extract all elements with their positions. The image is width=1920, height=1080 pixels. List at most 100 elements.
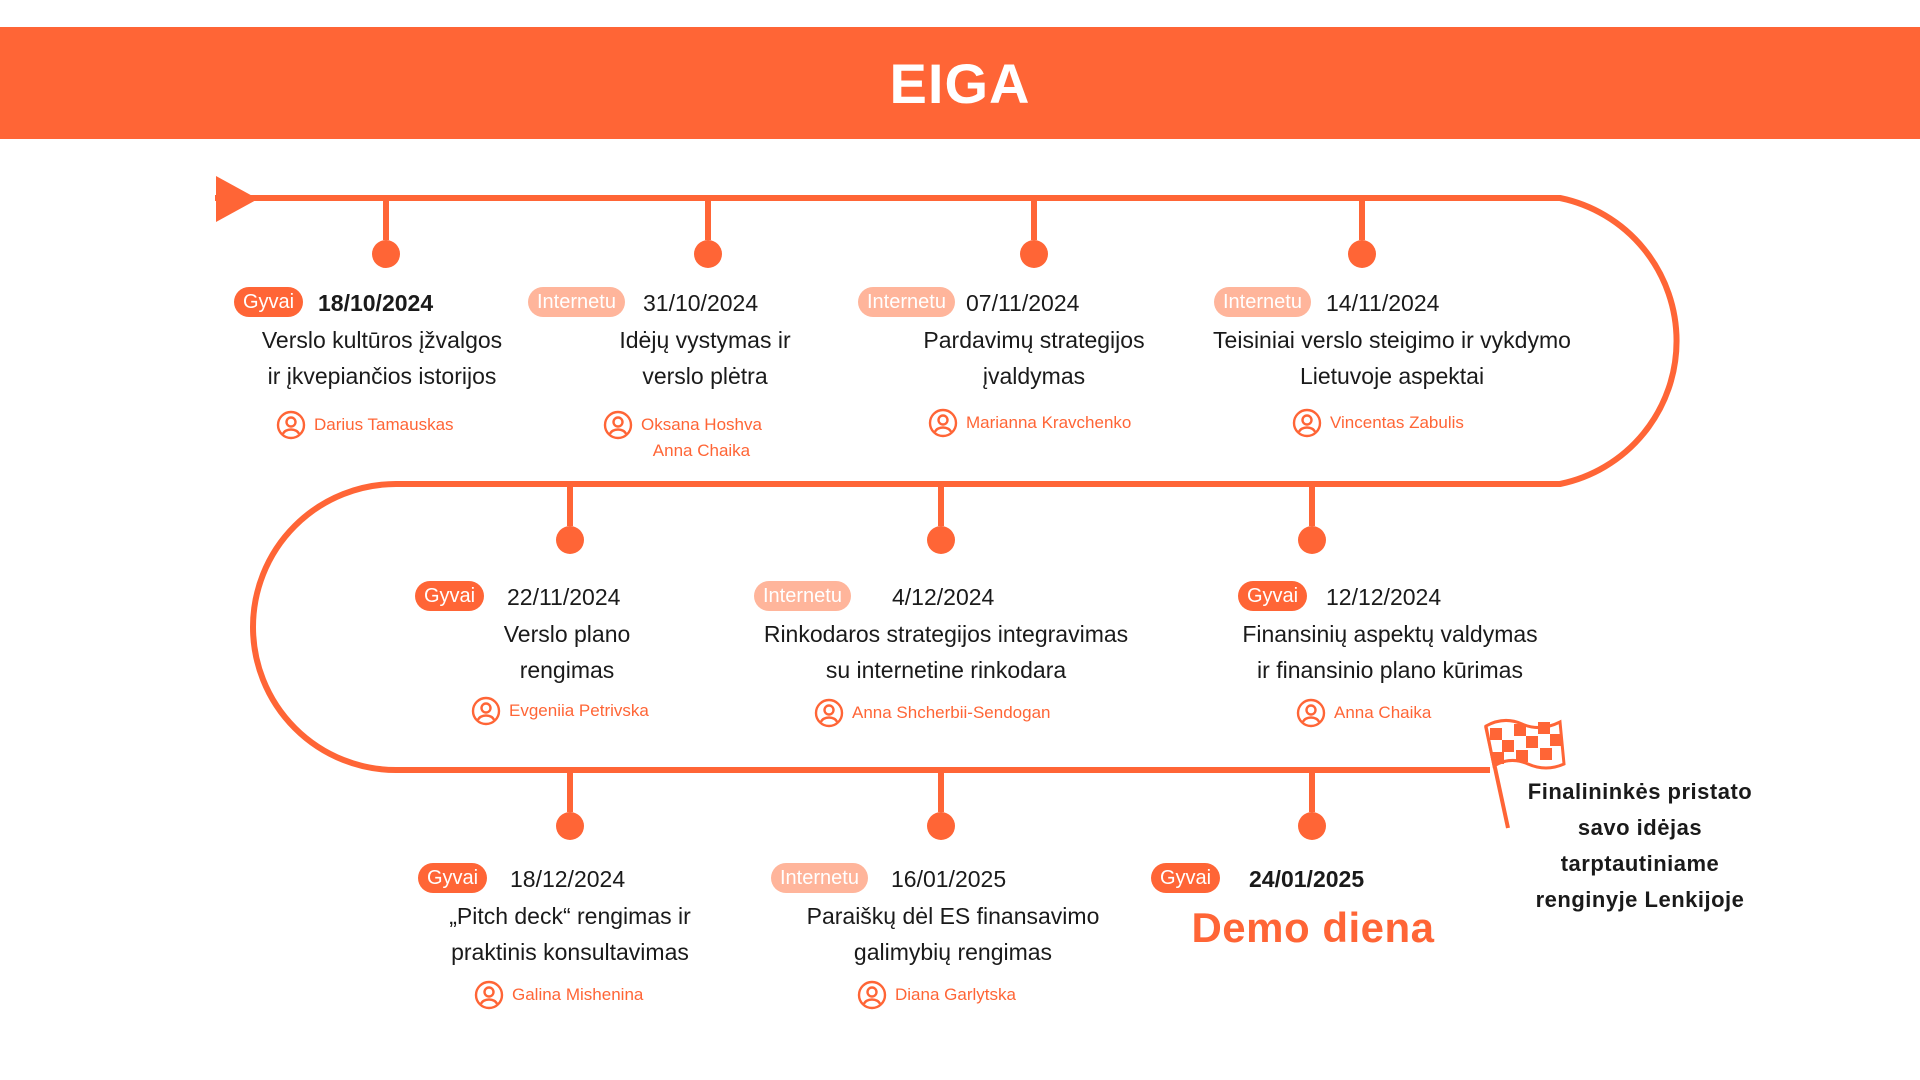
speaker-name: Galina Mishenina — [512, 985, 644, 1004]
speaker-names: Diana Garlytska — [895, 982, 1016, 1008]
play-triangle-icon — [216, 176, 258, 222]
speaker-names: Galina Mishenina — [512, 982, 643, 1008]
speaker: Evgeniia Petrivska — [471, 696, 649, 726]
milestone-dot — [927, 526, 955, 554]
speaker: Marianna Kravchenko — [928, 408, 1131, 438]
event-date: 24/01/2025 — [1249, 866, 1365, 892]
speaker-name: Anna Chaika — [1334, 703, 1432, 722]
event-title-line: Lietuvoje aspektai — [1299, 363, 1485, 389]
event-title-line: praktinis konsultavimas — [451, 939, 689, 965]
speaker: Galina Mishenina — [474, 980, 643, 1010]
user-circle-icon — [1296, 698, 1326, 728]
event-date: 18/12/2024 — [510, 866, 626, 892]
event-title-line: rengimas — [519, 657, 615, 683]
format-badge: Gyvai — [1238, 581, 1308, 611]
user-circle-icon — [471, 696, 501, 726]
speaker-names: Darius Tamauskas — [314, 412, 454, 438]
finale-line: renginyje Lenkijoje — [1535, 887, 1745, 912]
user-circle-icon — [603, 410, 633, 440]
event-date: 4/12/2024 — [892, 584, 995, 610]
event-title-line: verslo plėtra — [642, 363, 768, 389]
event-date: 18/10/2024 — [318, 290, 434, 316]
user-circle-icon — [814, 698, 844, 728]
speaker-name: Darius Tamauskas — [314, 415, 454, 434]
format-badge: Gyvai — [234, 287, 304, 317]
speaker-names: Evgeniia Petrivska — [509, 698, 649, 724]
milestone-dot — [694, 240, 722, 268]
event-title-line: galimybių rengimas — [853, 939, 1053, 965]
milestone-dot — [556, 526, 584, 554]
speaker-names: Vincentas Zabulis — [1330, 410, 1464, 436]
event-title-line: Rinkodaros strategijos integravimas — [763, 621, 1129, 647]
speaker: Anna Chaika — [1296, 698, 1431, 728]
checkered-flag-icon — [1484, 719, 1566, 829]
speaker-names: Marianna Kravchenko — [966, 410, 1131, 436]
milestone-nodes — [372, 198, 1376, 840]
event-title-line: su internetine rinkodara — [825, 657, 1067, 683]
timeline-path — [215, 195, 1680, 773]
milestone-dot — [1348, 240, 1376, 268]
speaker: Anna Shcherbii-Sendogan — [814, 698, 1050, 728]
milestone-dot — [372, 240, 400, 268]
speaker-name: Marianna Kravchenko — [966, 413, 1132, 432]
user-circle-icon — [1292, 408, 1322, 438]
milestone-dot — [556, 812, 584, 840]
user-circle-icon — [928, 408, 958, 438]
event-date: 12/12/2024 — [1326, 584, 1442, 610]
event-date: 16/01/2025 — [891, 866, 1007, 892]
event-title-line: ir įkvepiančios istorijos — [267, 363, 497, 389]
format-badge: Internetu — [754, 581, 851, 611]
speaker-name: Anna Shcherbii-Sendogan — [852, 703, 1051, 722]
speaker-names: Anna Shcherbii-Sendogan — [852, 700, 1050, 726]
format-badge: Internetu — [528, 287, 625, 317]
user-circle-icon — [474, 980, 504, 1010]
format-badge: Internetu — [1214, 287, 1311, 317]
format-badge: Internetu — [771, 863, 868, 893]
speaker-name: Evgeniia Petrivska — [509, 701, 649, 720]
user-circle-icon — [276, 410, 306, 440]
speaker: Darius Tamauskas — [276, 410, 454, 440]
event-title-line: Verslo plano — [503, 621, 631, 647]
header-banner: EIGA — [0, 27, 1920, 139]
finale-line: tarptautiniame — [1560, 851, 1720, 876]
event-title-line: Pardavimų strategijos — [923, 327, 1145, 353]
speaker-name: Diana Garlytska — [895, 985, 1016, 1004]
finale-note: Finalininkės pristato savo idėjas tarptaut… — [1495, 774, 1785, 918]
format-badge: Gyvai — [1151, 863, 1221, 893]
event-title-line: Paraiškų dėl ES finansavimo — [806, 903, 1100, 929]
speaker-name: Anna Chaika — [652, 441, 751, 460]
event-date: 07/11/2024 — [966, 290, 1080, 316]
speaker-name: Vincentas Zabulis — [1330, 413, 1464, 432]
milestone-dot — [927, 812, 955, 840]
speaker: Diana Garlytska — [857, 980, 1016, 1010]
event-title-line: „Pitch deck“ rengimas ir — [449, 903, 691, 929]
page-title: EIGA — [889, 51, 1031, 115]
demo-day-label: Demo diena — [1191, 904, 1435, 951]
event-date: 22/11/2024 — [507, 584, 621, 610]
milestone-dot — [1298, 812, 1326, 840]
speaker-names: Anna Chaika — [1334, 700, 1431, 726]
speaker-name: Oksana Hoshva — [641, 415, 762, 434]
event-card: Gyvai 18/12/2024 „Pitch deck“ rengimas ir p… — [360, 860, 780, 970]
finale-line: savo idėjas — [1577, 815, 1703, 840]
event-title-line: ir finansinio plano kūrimas — [1257, 657, 1523, 683]
user-circle-icon — [857, 980, 887, 1010]
finale-line: Finalininkės pristato — [1527, 779, 1753, 804]
format-badge: Gyvai — [415, 581, 485, 611]
format-badge: Gyvai — [418, 863, 488, 893]
speaker: Vincentas Zabulis — [1292, 408, 1464, 438]
milestone-dot — [1020, 240, 1048, 268]
milestone-dot — [1298, 526, 1326, 554]
